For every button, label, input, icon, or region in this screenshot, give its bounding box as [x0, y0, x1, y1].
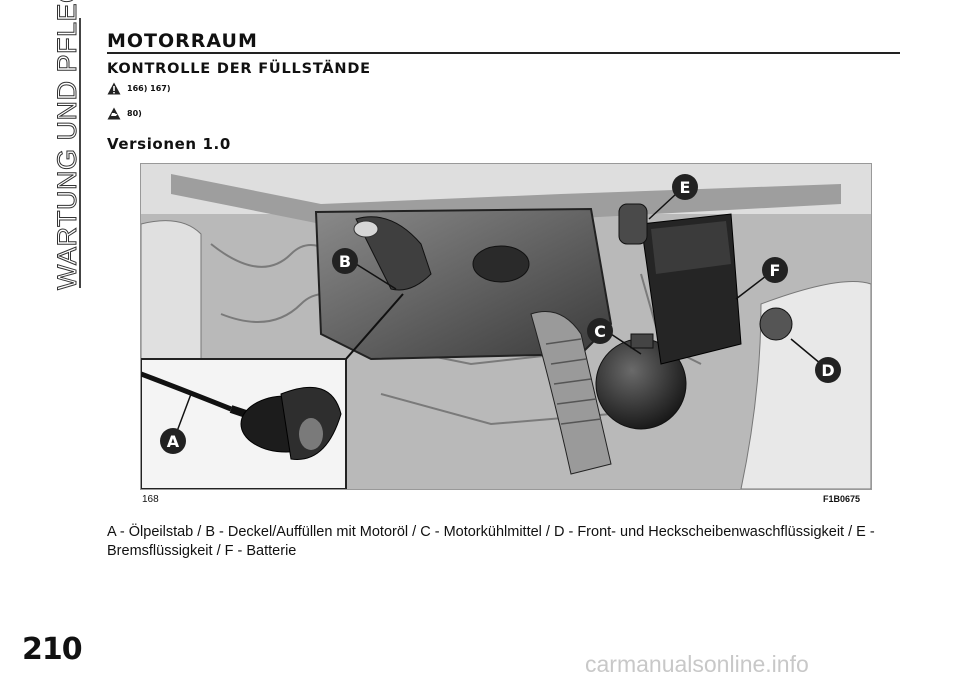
- version-heading: Versionen 1.0: [107, 135, 231, 153]
- callout-a: A: [160, 393, 192, 454]
- svg-text:E: E: [680, 178, 691, 197]
- callout-e: E: [648, 174, 698, 220]
- figure-number: 168: [142, 494, 159, 505]
- sidebar-section-title: WARTUNG UND PFLEGE: [52, 0, 83, 291]
- engine-bay-illustration: A B C D E: [140, 163, 872, 490]
- svg-text:D: D: [821, 361, 834, 380]
- callout-b: B: [332, 248, 397, 290]
- page-number: 210: [22, 632, 83, 667]
- sidebar-rule: [79, 18, 81, 288]
- svg-text:F: F: [770, 261, 781, 280]
- environment-reference-row: 80): [107, 107, 142, 120]
- oil-can-icon: [107, 107, 121, 120]
- page-title: MOTORRAUM: [107, 30, 258, 52]
- svg-text:C: C: [594, 322, 606, 341]
- svg-text:B: B: [339, 252, 351, 271]
- watermark-text: carmanualsonline.info: [585, 651, 809, 677]
- callout-c: C: [587, 318, 642, 355]
- warning-triangle-icon: [107, 82, 121, 95]
- section-subtitle: KONTROLLE DER FÜLLSTÄNDE: [107, 61, 371, 77]
- callout-d: D: [790, 338, 841, 383]
- callout-f: F: [735, 257, 788, 300]
- warning-reference-row: 166) 167): [107, 82, 171, 95]
- figure-caption: A - Ölpeilstab / B - Deckel/Auffüllen mi…: [107, 524, 875, 559]
- environment-refs: 80): [127, 109, 142, 118]
- warning-refs: 166) 167): [127, 84, 171, 93]
- engine-bay-drawing: A B C D E: [141, 164, 871, 489]
- title-rule: [107, 52, 900, 54]
- figure-code: F1B0675: [823, 494, 861, 504]
- svg-text:A: A: [167, 432, 180, 451]
